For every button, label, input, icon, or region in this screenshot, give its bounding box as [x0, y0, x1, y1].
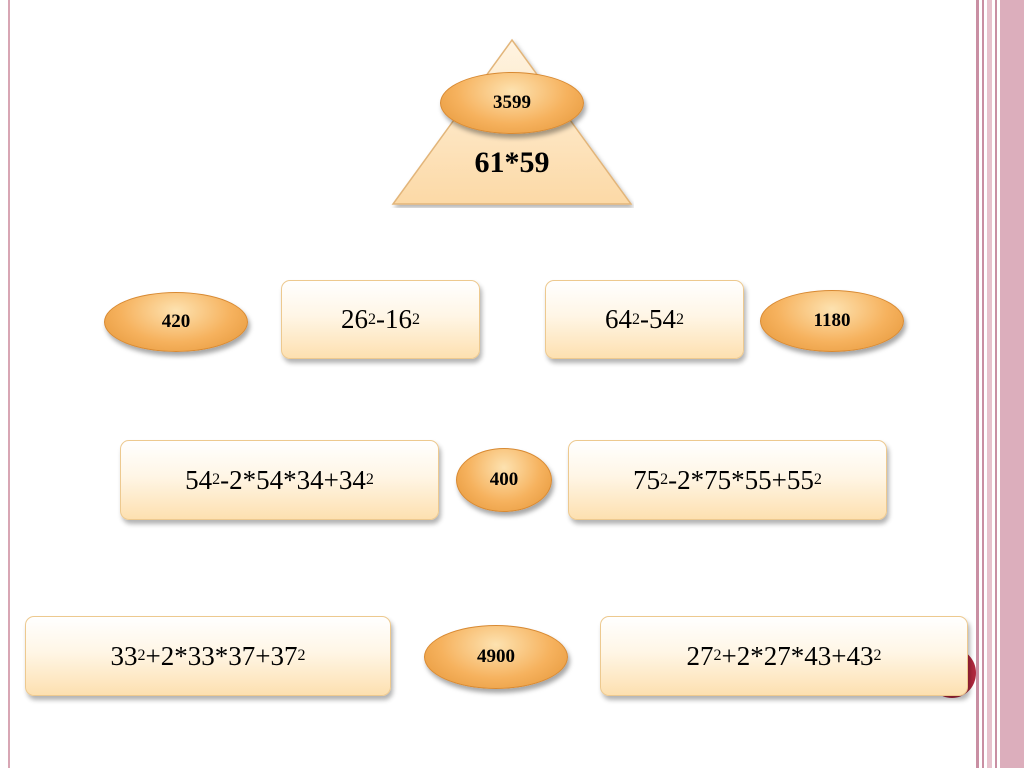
left-border [8, 0, 10, 768]
row1-right-answer-oval: 1180 [760, 290, 904, 352]
row3-answer: 4900 [477, 646, 515, 667]
row1-left-answer: 420 [161, 311, 191, 332]
row2-answer: 400 [489, 469, 519, 490]
row1-right-answer: 1180 [813, 310, 851, 331]
apex-answer-oval: 3599 [440, 72, 584, 134]
right-decorative-stripes [976, 0, 1024, 768]
apex-answer: 3599 [493, 92, 531, 113]
row2-answer-oval: 400 [456, 448, 552, 512]
apex-expression: 61*59 [474, 146, 550, 179]
row1-left-answer-oval: 420 [104, 292, 248, 352]
row3-answer-oval: 4900 [424, 625, 568, 689]
